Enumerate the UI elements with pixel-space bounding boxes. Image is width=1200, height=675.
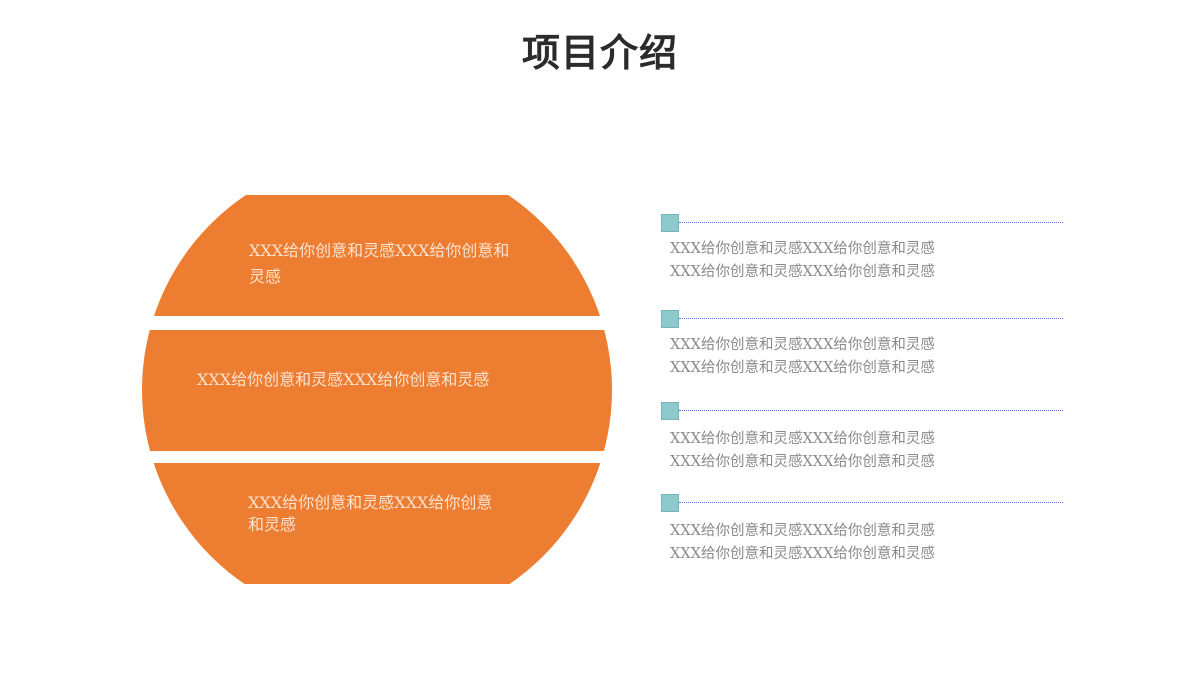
disc-band-bottom-text: XXX给你创意和灵感XXX给你创意和灵感 [248, 493, 493, 534]
square-marker-icon [661, 494, 679, 512]
dotted-divider [679, 502, 1063, 503]
disc-band-bottom [142, 463, 612, 584]
list-item-line: XXX给你创意和灵感XXX给你创意和灵感 [670, 337, 935, 353]
disc-band-top [142, 195, 612, 316]
list-item-line: XXX给你创意和灵感XXX给你创意和灵感 [670, 431, 935, 447]
list-item-text: XXX给你创意和灵感XXX给你创意和灵感 XXX给你创意和灵感XXX给你创意和灵… [670, 238, 1030, 284]
disc-band-top-text: XXX给你创意和灵感XXX给你创意和灵感 [249, 241, 510, 286]
list-item-text: XXX给你创意和灵感XXX给你创意和灵感 XXX给你创意和灵感XXX给你创意和灵… [670, 520, 1030, 566]
list-item-line: XXX给你创意和灵感XXX给你创意和灵感 [670, 546, 935, 562]
square-marker-icon [661, 214, 679, 232]
list-item-text: XXX给你创意和灵感XXX给你创意和灵感 XXX给你创意和灵感XXX给你创意和灵… [670, 334, 1030, 380]
dotted-divider [679, 318, 1063, 319]
list-item-line: XXX给你创意和灵感XXX给你创意和灵感 [670, 360, 935, 376]
list-item-line: XXX给你创意和灵感XXX给你创意和灵感 [670, 454, 935, 470]
square-marker-icon [661, 402, 679, 420]
square-marker-icon [661, 310, 679, 328]
disc-band-middle [142, 330, 612, 451]
dotted-divider [679, 222, 1063, 223]
list-item-text: XXX给你创意和灵感XXX给你创意和灵感 XXX给你创意和灵感XXX给你创意和灵… [670, 428, 1030, 474]
list-item-line: XXX给你创意和灵感XXX给你创意和灵感 [670, 523, 935, 539]
disc-band-middle-text: XXX给你创意和灵感XXX给你创意和灵感 [197, 370, 490, 389]
list-item-line: XXX给你创意和灵感XXX给你创意和灵感 [670, 241, 935, 257]
slide-title: 项目介绍 [521, 31, 678, 75]
list-item-line: XXX给你创意和灵感XXX给你创意和灵感 [670, 264, 935, 280]
dotted-divider [679, 410, 1063, 411]
